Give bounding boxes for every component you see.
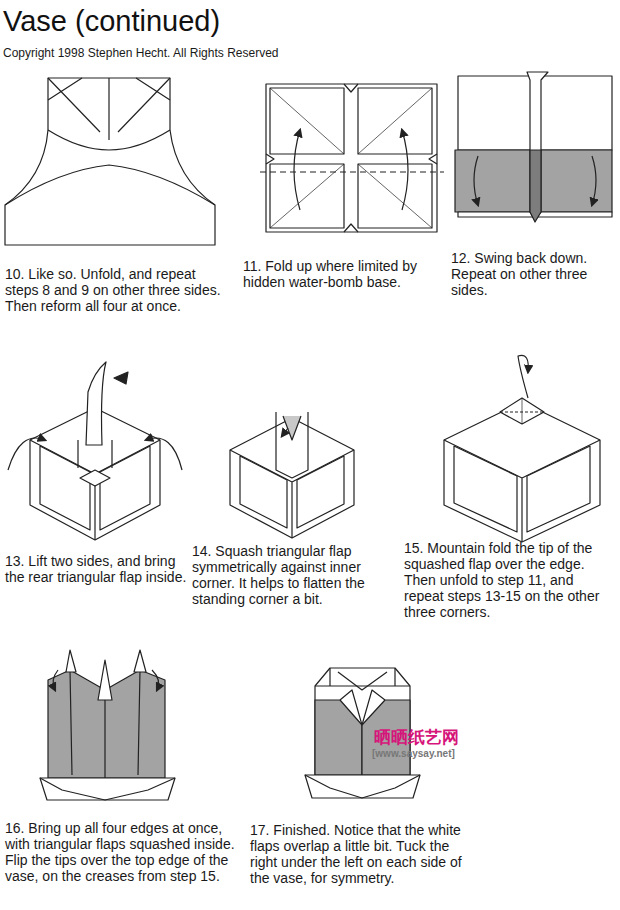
step-caption: 14. Squash triangular flap symmetrically… (192, 543, 402, 607)
watermark: [www.saysay.net] (372, 748, 492, 760)
step-caption: 12. Swing back down. Repeat on other thr… (451, 250, 616, 298)
watermark: 晒晒纸艺网 (374, 728, 484, 748)
step-caption: 17. Finished. Notice that the white flap… (250, 822, 468, 886)
step-caption: 10. Like so. Unfold, and repeat steps 8 … (5, 266, 230, 314)
step-caption: 13. Lift two sides, and bring the rear t… (5, 553, 187, 585)
step-caption: 11. Fold up where limited by hidden wate… (243, 258, 448, 290)
page-title: Vase (continued) (3, 4, 220, 38)
copyright-line: Copyright 1998 Stephen Hecht. All Rights… (3, 46, 403, 60)
step-caption: 15. Mountain fold the tip of the squashe… (404, 540, 616, 620)
step-caption: 16. Bring up all four edges at once, wit… (5, 820, 245, 884)
